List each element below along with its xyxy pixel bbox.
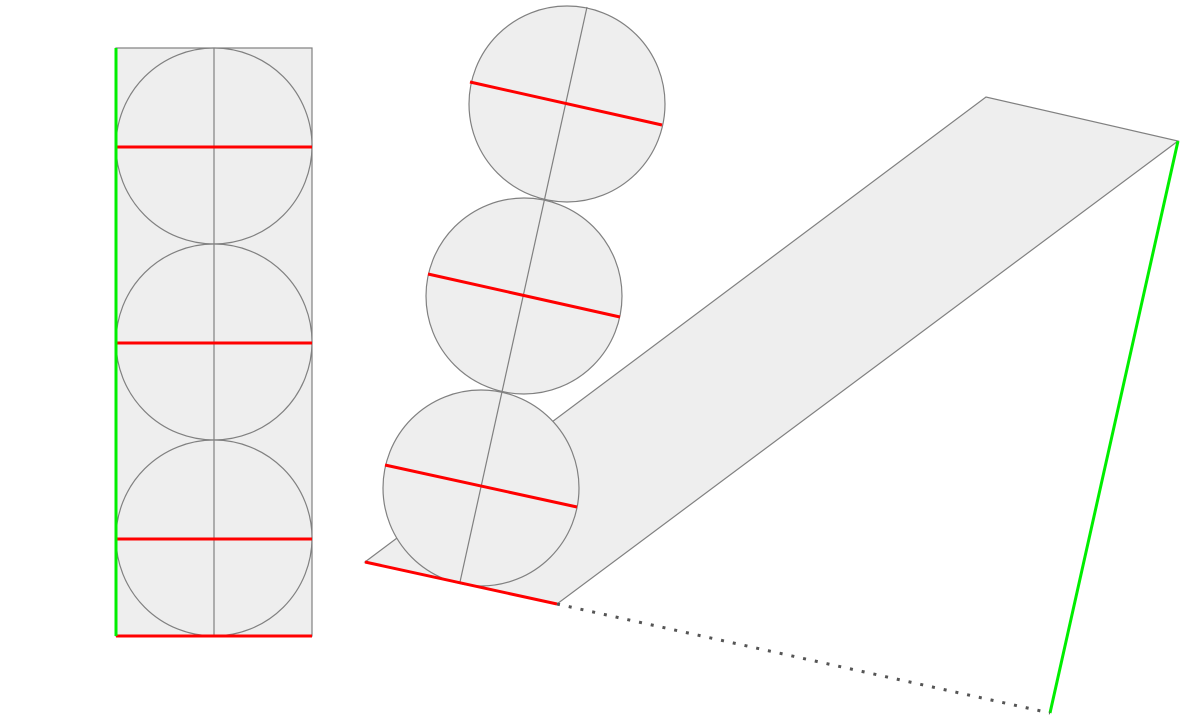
- tilted-diameter-bottom: [384, 463, 578, 509]
- sheared-base-edge: [364, 560, 558, 606]
- base-extension-dotted: [556, 602, 1051, 715]
- tilted-diameter-middle: [427, 272, 621, 319]
- tilted-diameter-top: [469, 80, 663, 127]
- upright-stack: [114, 47, 313, 638]
- sheared-stack: [363, 5, 1180, 715]
- sheared-side-edge: [1048, 140, 1180, 714]
